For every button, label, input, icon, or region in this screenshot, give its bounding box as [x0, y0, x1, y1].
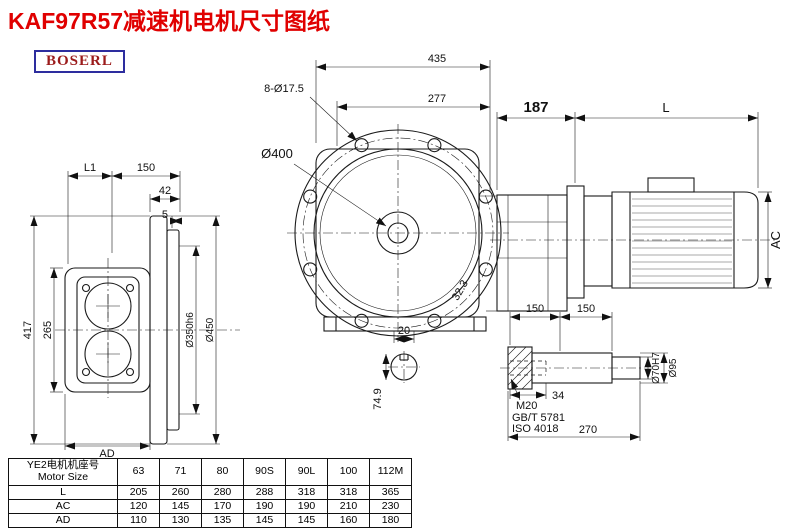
- table-cell: 190: [243, 499, 286, 514]
- table-cell: 145: [159, 499, 202, 514]
- table-cell: 205: [117, 485, 160, 500]
- table-cell: 180: [369, 513, 412, 528]
- dim-d95-label: Ø95: [668, 358, 679, 377]
- table-cell: 230: [369, 499, 412, 514]
- table-cell: 365: [369, 485, 412, 500]
- dim-435-label: 435: [428, 53, 446, 65]
- table-cell: 280: [201, 485, 244, 500]
- thread-m20-label: M20: [516, 400, 537, 412]
- table-row-label: L: [8, 485, 118, 500]
- table-cell: 145: [243, 513, 286, 528]
- brand-logo: BOSERL: [34, 50, 125, 73]
- dim-150b-label: 150: [577, 303, 595, 315]
- dim-265-label: 265: [42, 321, 54, 339]
- table-header-size: 90S: [243, 458, 286, 486]
- table-cell: 110: [117, 513, 160, 528]
- table-row-ad: AD 110 130 135 145 145 160 180: [8, 513, 412, 528]
- table-header-size: 71: [159, 458, 202, 486]
- table-cell: 318: [327, 485, 370, 500]
- dim-ad-label: AD: [99, 448, 114, 460]
- table-cell: 130: [159, 513, 202, 528]
- table-header-row: YE2电机机座号 Motor Size 63 71 80 90S 90L 100…: [8, 458, 412, 486]
- dim-34-label: 34: [552, 390, 564, 402]
- table-header-en: Motor Size: [37, 471, 89, 483]
- table-cell: 288: [243, 485, 286, 500]
- dim-d450-label: Ø450: [205, 317, 216, 342]
- table-cell: 145: [285, 513, 328, 528]
- front-view: [287, 124, 509, 342]
- dim-ac-label: AC: [768, 231, 783, 249]
- motor-size-table: YE2电机机座号 Motor Size 63 71 80 90S 90L 100…: [8, 458, 412, 528]
- table-row-label: AC: [8, 499, 118, 514]
- table-header-size: 80: [201, 458, 244, 486]
- shaft-detail-view: [500, 346, 652, 390]
- output-shaft-end-view: 74.9: [372, 351, 420, 410]
- table-cell: 135: [201, 513, 244, 528]
- dim-d400-label: Ø400: [261, 146, 293, 161]
- dim-277-label: 277: [428, 93, 446, 105]
- shaft-detail-dimensions: 150 150 34 M20 GB/T 5781 ISO 4018 270 Ø7…: [507, 303, 679, 441]
- dim-chamfer-label: 32.3: [450, 278, 471, 303]
- dim-d350-label: Ø350h6: [185, 312, 196, 348]
- table-cell: 160: [327, 513, 370, 528]
- standard-iso-label: ISO 4018: [512, 423, 558, 435]
- bolt-holes-callout: 8-Ø17.5: [264, 83, 304, 95]
- table-cell: 190: [285, 499, 328, 514]
- table-cell: 260: [159, 485, 202, 500]
- dim-270-label: 270: [579, 424, 597, 436]
- table-cell: 210: [327, 499, 370, 514]
- dim-42-label: 42: [159, 185, 171, 197]
- dim-l-label: L: [662, 100, 669, 115]
- dim-20-label: 20: [398, 325, 410, 337]
- table-header-size: 112M: [369, 458, 412, 486]
- dim-187-label: 187: [523, 99, 548, 116]
- dim-150a-label: 150: [526, 303, 544, 315]
- right-view-dimensions: 187 L AC: [496, 99, 783, 289]
- table-header-motor-size: YE2电机机座号 Motor Size: [8, 458, 118, 486]
- left-side-view: [55, 215, 240, 445]
- table-header-size: 63: [117, 458, 160, 486]
- drawing-title: KAF97R57减速机电机尺寸图纸: [8, 8, 331, 34]
- front-view-dimensions: 435 277 8-Ø17.5 Ø400 20 32.3: [261, 53, 491, 343]
- standard-gb-label: GB/T 5781: [512, 412, 565, 424]
- table-header-cn: YE2电机机座号: [26, 459, 100, 472]
- table-cell: 120: [117, 499, 160, 514]
- dim-417-label: 417: [22, 321, 34, 339]
- dim-d70-label: Ø70H7: [651, 352, 662, 384]
- table-header-size: 90L: [285, 458, 328, 486]
- dim-74-9-label: 74.9: [372, 388, 384, 409]
- table-header-size: 100: [327, 458, 370, 486]
- table-row-l: L 205 260 280 288 318 318 365: [8, 485, 412, 500]
- table-row-ac: AC 120 145 170 190 190 210 230: [8, 499, 412, 514]
- dim-150-label: 150: [137, 162, 155, 174]
- dim-5-label: 5: [162, 209, 168, 221]
- right-side-view: [479, 177, 778, 312]
- motor-fins: [632, 198, 732, 284]
- table-row-label: AD: [8, 513, 118, 528]
- table-cell: 170: [201, 499, 244, 514]
- left-view-dimensions: 417 265 L1 150 42 5 AD Ø350h6 Ø450: [22, 162, 220, 460]
- table-cell: 318: [285, 485, 328, 500]
- dim-l1-label: L1: [84, 162, 96, 174]
